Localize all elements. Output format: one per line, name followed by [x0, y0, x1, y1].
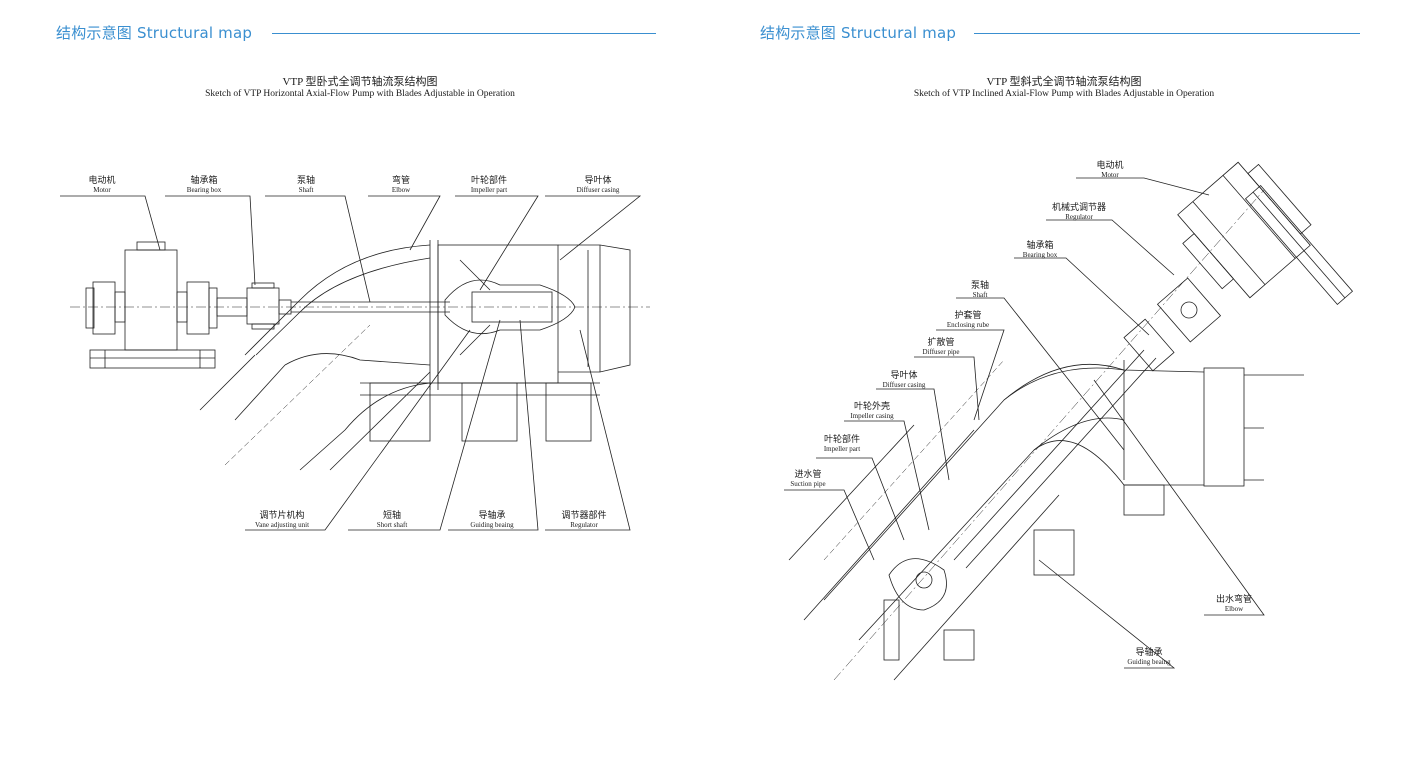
bearing-label-cn: 轴承箱 [190, 174, 217, 185]
diffcasing-label-cn: 导叶体 [890, 369, 917, 380]
title-rule [272, 33, 656, 34]
figure-title: VTP 型斜式全调节轴流泵结构图 Sketch of VTP Inclined … [854, 76, 1274, 100]
guiding-label-en: Guiding beaing [1127, 658, 1171, 666]
motor-label-cn: 电动机 [88, 174, 115, 185]
left-page: 结构示意图 Structural map VTP 型卧式全调节轴流泵结构图 Sk… [56, 24, 656, 531]
figure-title: VTP 型卧式全调节轴流泵结构图 Sketch of VTP Horizonta… [150, 76, 570, 100]
motor-label-en: Motor [93, 186, 111, 194]
regulator-label-cn: 机械式调节器 [1052, 201, 1106, 212]
elbow-label-en: Elbow [392, 186, 411, 194]
regulator-label-en: Regulator [570, 521, 598, 529]
enclosing-label-en: Enclosing rube [947, 321, 989, 329]
figure-title-cn: VTP 型斜式全调节轴流泵结构图 [986, 76, 1142, 88]
figure-title-en: Sketch of VTP Horizontal Axial-Flow Pump… [205, 89, 515, 99]
enclosing-label-cn: 护套管 [954, 309, 981, 320]
vane-label-en: Vane adjusting unit [255, 521, 309, 529]
shaft-label-en: Shaft [973, 291, 988, 299]
imppart-label-cn: 叶轮部件 [824, 433, 860, 444]
guiding-label-cn: 导轴承 [1135, 646, 1162, 657]
shaft-label-cn: 泵轴 [297, 174, 315, 185]
diffuser-label-cn: 导叶体 [584, 174, 611, 185]
regulator-label-en: Regulator [1065, 213, 1093, 221]
title-rule [974, 33, 1360, 34]
bearing-label-en: Bearing box [1023, 251, 1058, 259]
impeller-label-cn: 叶轮部件 [471, 174, 507, 185]
guiding-label-en: Guiding beaing [470, 521, 514, 529]
figure-title-cn: VTP 型卧式全调节轴流泵结构图 [282, 76, 438, 88]
bearing-label-en: Bearing box [187, 186, 222, 194]
diffcasing-label-en: Diffuser casing [883, 381, 926, 389]
vane-label-cn: 调节片机构 [259, 509, 304, 520]
inclined-pump-drawing: 电动机 Motor 机械式调节器 Regulator 轴承箱 Bearing b… [784, 159, 1354, 681]
diffuser-label-en: Diffuser casing [577, 186, 620, 194]
impeller-label-en: Impeller part [471, 186, 507, 194]
suction-label-cn: 进水管 [794, 468, 821, 479]
imppart-label-en: Impeller part [824, 445, 860, 453]
elbow-label-cn: 出水弯管 [1216, 593, 1252, 604]
motor-label-cn: 电动机 [1096, 159, 1123, 170]
regulator-label-cn: 调节器部件 [561, 509, 606, 520]
section-title: 结构示意图 Structural map [760, 24, 957, 42]
impcasing-label-en: Impeller casing [850, 412, 894, 420]
bearing-label-cn: 轴承箱 [1026, 239, 1053, 250]
shaft-label-cn: 泵轴 [971, 279, 989, 290]
diffpipe-label-en: Diffuser pipe [923, 348, 960, 356]
suction-label-en: Suction pipe [790, 480, 825, 488]
section-title: 结构示意图 Structural map [56, 24, 253, 42]
impcasing-label-cn: 叶轮外壳 [854, 400, 890, 411]
horizontal-pump-drawing: 电动机 Motor 轴承箱 Bearing box 泵轴 Shaft 弯管 El… [60, 174, 650, 531]
shortshaft-label-cn: 短轴 [383, 509, 401, 520]
shortshaft-label-en: Short shaft [377, 521, 408, 529]
figure-title-en: Sketch of VTP Inclined Axial-Flow Pump w… [913, 89, 1215, 99]
elbow-label-en: Elbow [1225, 605, 1244, 613]
guiding-label-cn: 导轴承 [478, 509, 505, 520]
shaft-label-en: Shaft [299, 186, 314, 194]
elbow-label-cn: 弯管 [392, 174, 410, 185]
right-page: 结构示意图 Structural map VTP 型斜式全调节轴流泵结构图 Sk… [704, 0, 1408, 764]
motor-label-en: Motor [1101, 171, 1119, 179]
diffpipe-label-cn: 扩散管 [927, 336, 954, 347]
